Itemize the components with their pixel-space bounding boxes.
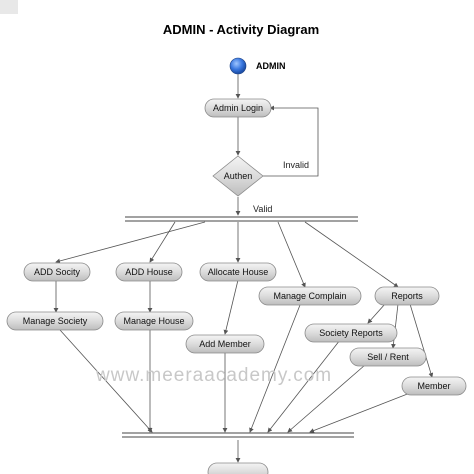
node-manage-complain: Manage Complain xyxy=(258,286,362,306)
edge-member-join xyxy=(309,392,411,433)
node-sell-rent: Sell / Rent xyxy=(349,347,427,367)
society-reports-label: Society Reports xyxy=(319,328,383,338)
edge-fork-add-society xyxy=(55,221,206,264)
allocate-house-label: Allocate House xyxy=(208,267,269,277)
authen-label: Authen xyxy=(224,171,253,181)
node-manage-society: Manage Society xyxy=(6,311,104,331)
node-authen-decision: Authen xyxy=(212,155,264,197)
watermark: www.meeraacademy.com xyxy=(95,365,332,386)
member-label: Member xyxy=(417,381,450,391)
diagram-title: ADMIN - Activity Diagram xyxy=(163,22,319,37)
invalid-label: Invalid xyxy=(283,160,309,170)
node-admin-login: Admin Login xyxy=(204,98,272,118)
edge-complain-join xyxy=(249,304,301,433)
edge-socreports-join xyxy=(267,339,341,433)
add-house-label: ADD House xyxy=(125,267,173,277)
manage-society-label: Manage Society xyxy=(23,316,88,326)
edge-fork-add-house xyxy=(149,221,176,263)
add-member-label: Add Member xyxy=(199,339,251,349)
node-manage-house: Manage House xyxy=(114,311,194,331)
edge-fork-complain xyxy=(277,221,306,288)
reports-label: Reports xyxy=(391,291,423,301)
sell-rent-label: Sell / Rent xyxy=(367,352,409,362)
manage-complain-label: Manage Complain xyxy=(273,291,346,301)
valid-label: Valid xyxy=(253,204,272,214)
node-society-reports: Society Reports xyxy=(304,323,398,343)
admin-login-label: Admin Login xyxy=(213,103,263,113)
node-reports: Reports xyxy=(374,286,440,306)
manage-house-label: Manage House xyxy=(123,316,184,326)
node-add-society: ADD Socity xyxy=(23,262,91,282)
edge-invalid-loop xyxy=(263,105,319,177)
add-society-label: ADD Socity xyxy=(34,267,81,277)
fork-bar xyxy=(125,216,358,222)
corner-mark xyxy=(0,0,18,14)
edge-sellrent-join xyxy=(287,364,366,433)
start-label: ADMIN xyxy=(256,61,286,71)
edge-reports-sellrent xyxy=(391,303,399,349)
node-add-member: Add Member xyxy=(185,334,265,354)
edge-allocate-addmember xyxy=(223,279,239,335)
node-add-house: ADD House xyxy=(115,262,183,282)
node-allocate-house: Allocate House xyxy=(199,262,277,282)
join-bar xyxy=(122,432,354,438)
edge-managesoc-join xyxy=(59,329,153,433)
node-member: Member xyxy=(401,376,467,396)
edge-fork-reports xyxy=(304,221,399,288)
edges xyxy=(53,74,434,463)
edge-reports-member xyxy=(409,303,434,378)
edge-reports-socreports xyxy=(367,303,386,324)
start-node xyxy=(229,57,247,75)
end-node-partial xyxy=(207,462,269,474)
